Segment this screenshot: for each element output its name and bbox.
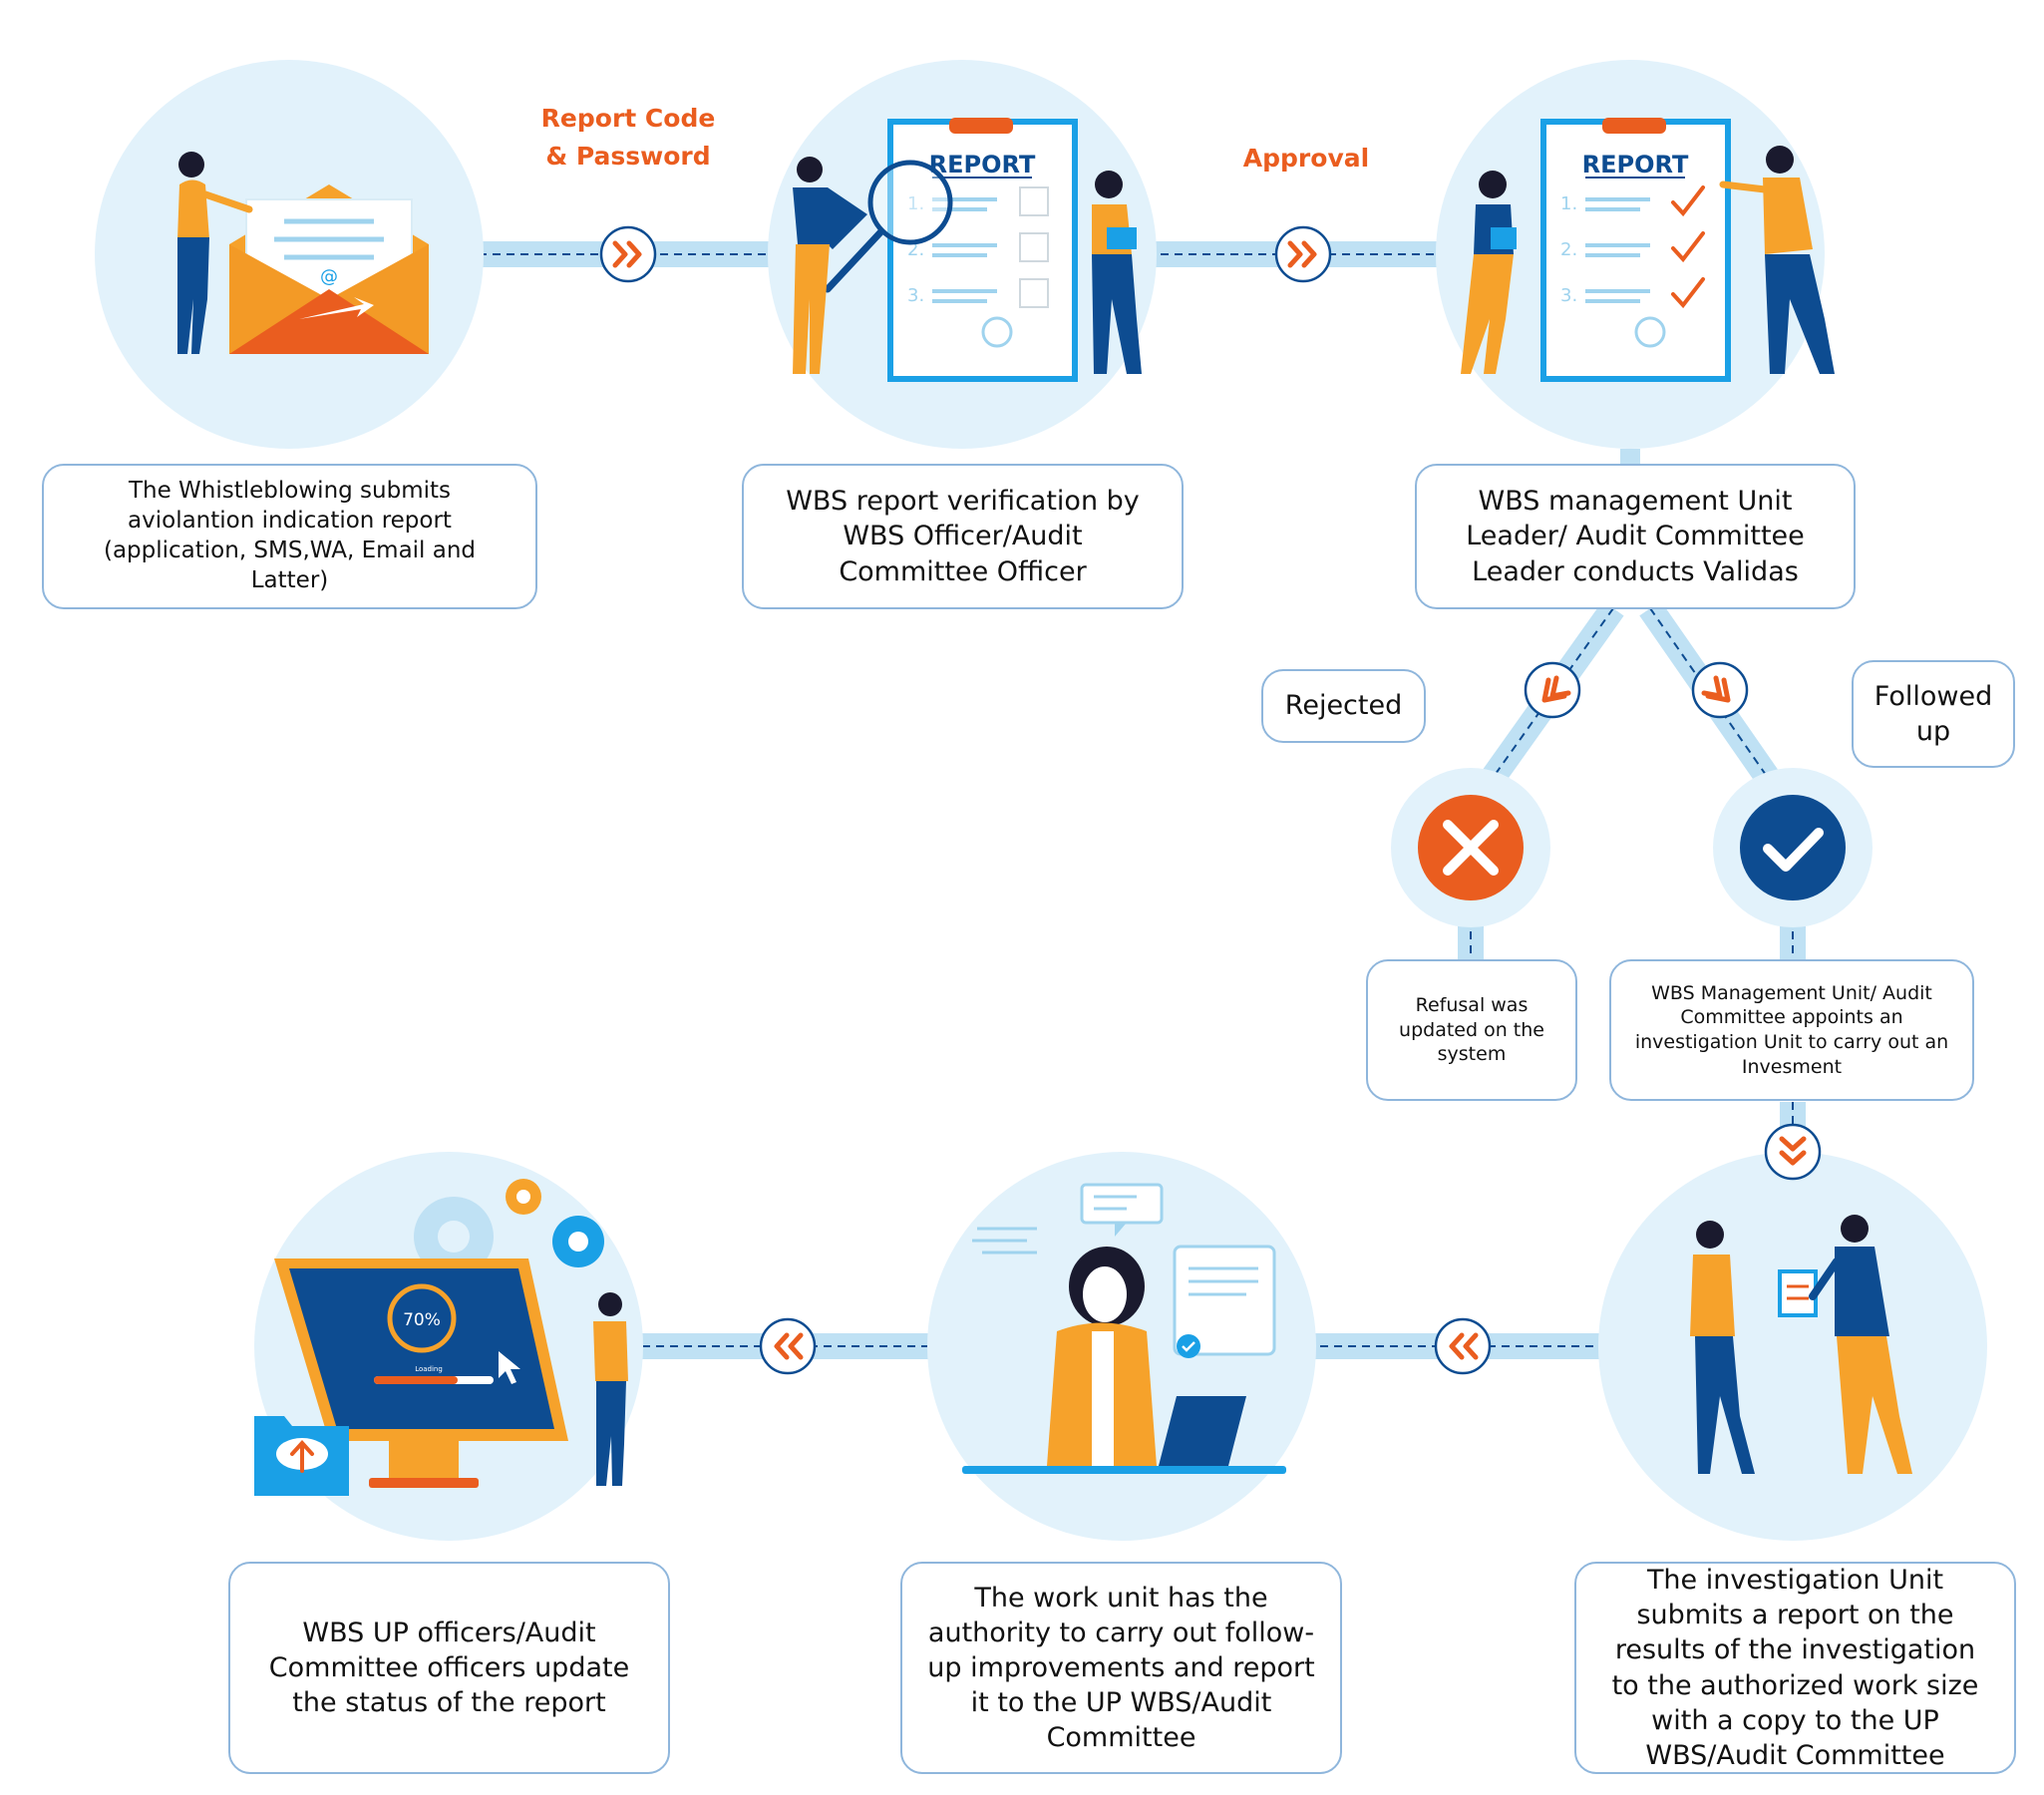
monitor-illustration: 70% Loading <box>254 1179 628 1496</box>
at-sign: @ <box>320 266 338 287</box>
magnifier-icon <box>824 160 953 293</box>
envelope-illustration: @ <box>177 152 429 354</box>
person-leader-right <box>1719 146 1835 374</box>
connector-label-report-code: Report Code & Password <box>540 104 716 171</box>
laptop-icon <box>962 1396 1286 1474</box>
checklist-number-3: 3. <box>907 285 924 306</box>
loading-label: Loading <box>415 1365 443 1373</box>
person-work-unit <box>1047 1247 1157 1466</box>
person-inspector <box>793 157 867 374</box>
cursor-icon <box>499 1351 520 1384</box>
circle-investigation <box>1598 1152 1987 1541</box>
discussion-illustration <box>1690 1215 1912 1474</box>
person-leader-left <box>1461 171 1517 374</box>
loading-bar-fill <box>374 1376 458 1384</box>
progress-value: 70% <box>403 1310 441 1330</box>
approve-icon <box>1740 795 1846 900</box>
connector-label-approval: Approval <box>1242 144 1370 173</box>
checklist-number-2-b: 2. <box>1560 239 1577 260</box>
step-refusal-box: Refusal was updated on the system <box>1366 959 1577 1101</box>
connector-validate-stem <box>1620 449 1640 467</box>
checklist-number-1-b: 1. <box>1560 193 1577 214</box>
chevron-down-left-icon <box>1526 663 1579 717</box>
step-submit-box: The Whistleblowing submits aviolantion i… <box>42 464 537 609</box>
person-officer <box>1092 171 1142 374</box>
person-sender <box>177 152 253 354</box>
upload-folder-icon <box>254 1416 349 1496</box>
connector-branch-right-dash <box>1649 607 1776 789</box>
laptop-illustration <box>962 1183 1286 1474</box>
branch-followed-up-label: Followed up <box>1852 660 2015 768</box>
step-investigation-report-box: The investigation Unit submits a report … <box>1574 1562 2016 1774</box>
chevron-down-icon <box>1766 1125 1820 1179</box>
clipboard-illustration-verify: REPORT 1. 2. 3. <box>793 118 1142 382</box>
connector-branch-left-dash <box>1485 607 1614 789</box>
envelope-icon: @ <box>229 184 429 354</box>
person-investigator-woman <box>1690 1221 1755 1474</box>
step-appoint-box: WBS Management Unit/ Audit Committee app… <box>1609 959 1974 1101</box>
gear-icon <box>414 1179 604 1276</box>
checklist-number-3-b: 3. <box>1560 285 1577 306</box>
step-update-status-box: WBS UP officers/Audit Committee officers… <box>228 1562 670 1774</box>
clipboard-illustration-validate: REPORT 1. 2. 3. <box>1461 118 1835 382</box>
chevron-left-icon <box>1436 1319 1490 1373</box>
reject-icon <box>1418 795 1524 900</box>
report-title-verify: REPORT <box>929 151 1036 179</box>
chevron-down-right-icon <box>1693 663 1747 717</box>
step-validate-box: WBS management Unit Leader/ Audit Commit… <box>1415 464 1856 609</box>
checklist-number-1: 1. <box>907 193 924 214</box>
person-investigator-man <box>1809 1215 1912 1474</box>
person-officer-update <box>593 1292 628 1486</box>
chevron-left-icon <box>761 1319 815 1373</box>
step-verify-box: WBS report verification by WBS Officer/A… <box>742 464 1184 609</box>
chevron-right-icon <box>1276 227 1330 281</box>
step-follow-up-box: The work unit has the authority to carry… <box>900 1562 1342 1774</box>
branch-rejected-label: Rejected <box>1261 669 1426 743</box>
chevron-right-icon <box>601 227 655 281</box>
report-title-validate: REPORT <box>1582 151 1689 179</box>
